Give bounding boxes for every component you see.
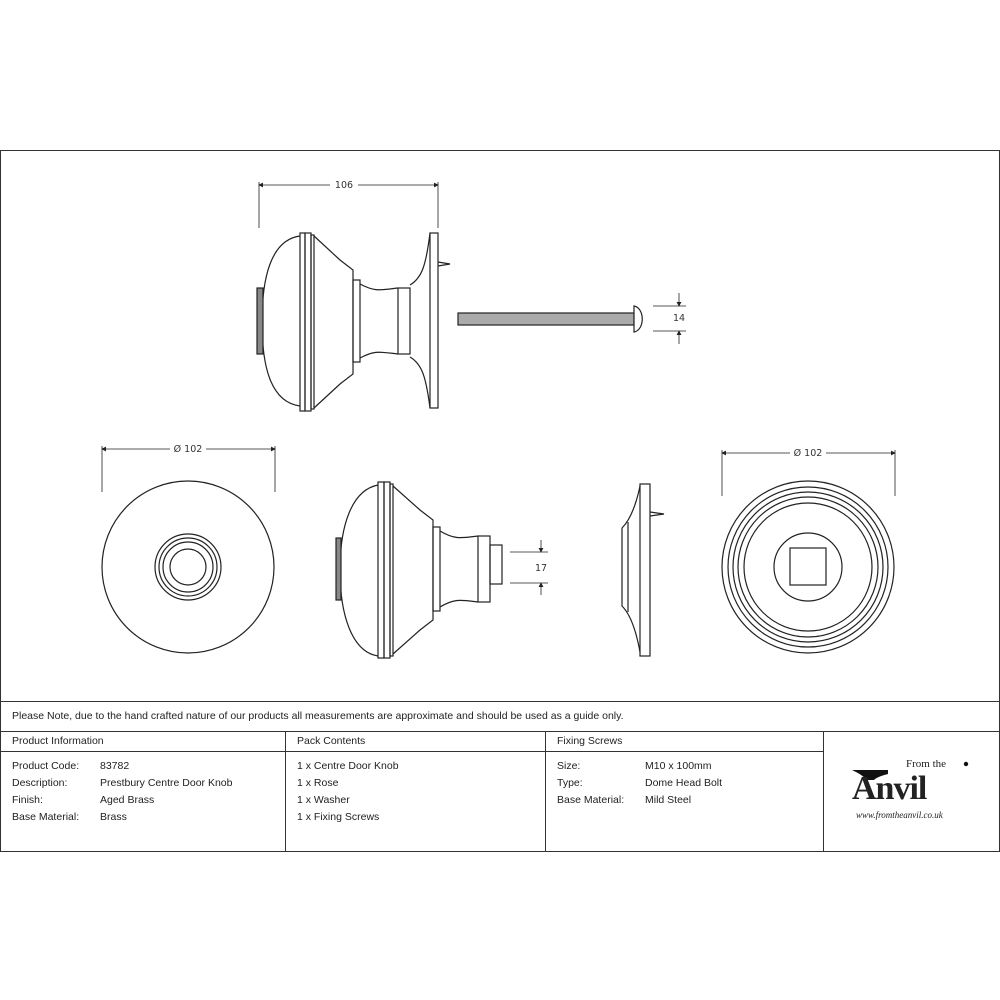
screw-material-value: Mild Steel xyxy=(645,794,692,806)
finish-value: Aged Brass xyxy=(100,794,155,806)
anvil-icon xyxy=(852,761,969,780)
pack-item: 1 x Centre Door Knob xyxy=(297,760,399,772)
dimension-diameter-right: Ø 102 xyxy=(794,448,823,459)
rose-side-view xyxy=(621,483,665,657)
knob-side-view-top: 106 14 xyxy=(256,180,686,412)
pack-item: 1 x Washer xyxy=(297,794,350,806)
screw-type-label: Type: xyxy=(557,777,583,789)
rose-front-view: Ø 102 xyxy=(101,444,276,654)
dimension-17: 17 xyxy=(535,563,547,574)
logo-brand: Anvil xyxy=(852,770,927,807)
disclaimer-note: Please Note, due to the hand crafted nat… xyxy=(12,710,624,722)
product-information-header: Product Information xyxy=(12,735,104,747)
screw-size-value: M10 x 100mm xyxy=(645,760,712,772)
product-code-value: 83782 xyxy=(100,760,130,772)
knob-side-view: 17 xyxy=(335,481,548,659)
product-code-label: Product Code: xyxy=(12,760,80,772)
from-the-anvil-logo: From the Anvil www.fromtheanvil.co.uk xyxy=(848,758,978,824)
dimension-106: 106 xyxy=(335,180,353,191)
logo-from-the: From the xyxy=(906,758,947,770)
rose-back-view: Ø 102 xyxy=(721,448,896,654)
description-value: Prestbury Centre Door Knob xyxy=(100,777,233,789)
pack-item: 1 x Fixing Screws xyxy=(297,811,380,823)
screw-size-label: Size: xyxy=(557,760,581,772)
base-material-value: Brass xyxy=(100,811,127,823)
dimension-diameter-left: Ø 102 xyxy=(174,444,203,455)
dimension-14: 14 xyxy=(673,313,685,324)
logo-url: www.fromtheanvil.co.uk xyxy=(856,810,943,820)
description-label: Description: xyxy=(12,777,68,789)
finish-label: Finish: xyxy=(12,794,43,806)
screw-type-value: Dome Head Bolt xyxy=(645,777,723,789)
screw-material-label: Base Material: xyxy=(557,794,625,806)
pack-item: 1 x Rose xyxy=(297,777,339,789)
pack-contents-header: Pack Contents xyxy=(297,735,366,747)
fixing-screws-header: Fixing Screws xyxy=(557,735,623,747)
base-material-label: Base Material: xyxy=(12,811,80,823)
